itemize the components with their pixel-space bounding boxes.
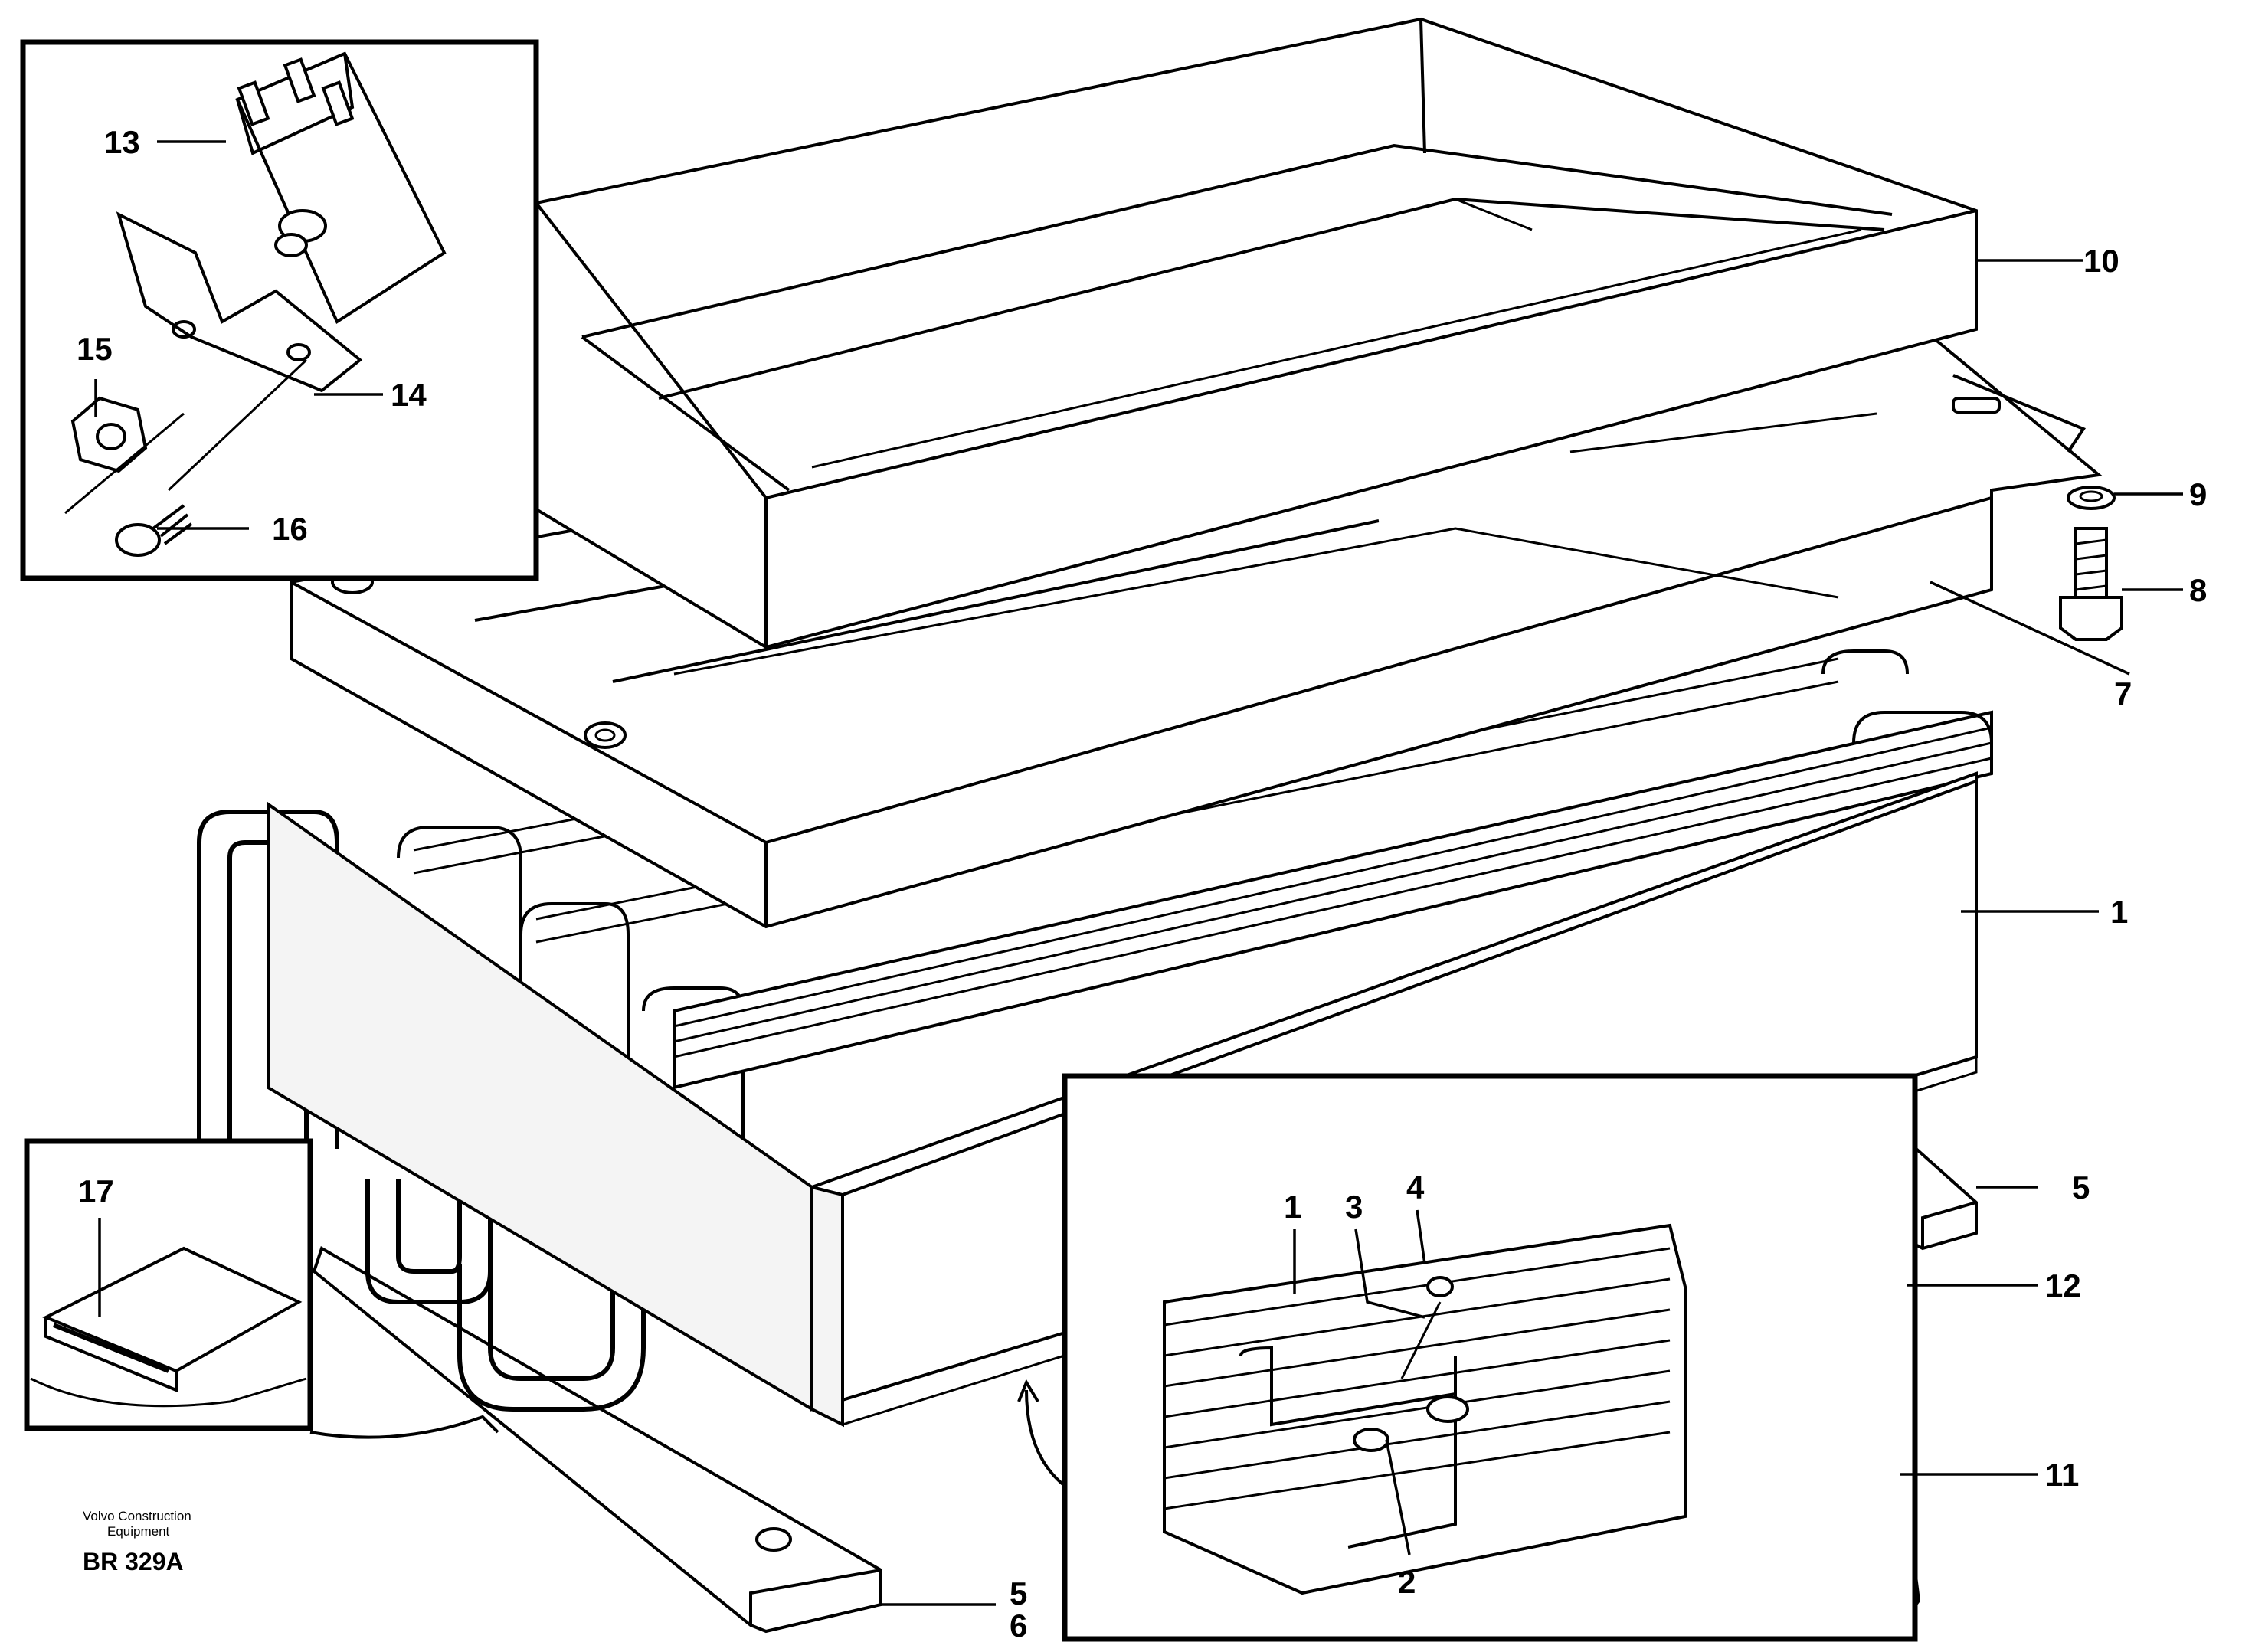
callouts: 10 9 8 7 1 5 12 11 5 6 13 15 14 16 17 1 … [77, 124, 2207, 1644]
mounting-bracket-14 [116, 211, 363, 393]
callout-7: 7 [2114, 676, 2132, 712]
figure-reference: BR 329A [83, 1548, 184, 1575]
callout-12: 12 [2045, 1268, 2081, 1304]
callout-17: 17 [78, 1173, 114, 1209]
callout-1: 1 [2110, 894, 2128, 930]
callout-16: 16 [272, 511, 308, 547]
bolt-8 [2059, 486, 2123, 641]
inset-evaporator-detail [1017, 1073, 1918, 1642]
inset-callout-4: 4 [1406, 1169, 1425, 1205]
callout-11: 11 [2045, 1457, 2079, 1493]
nut-15 [70, 396, 148, 473]
inset-callout-2: 2 [1398, 1564, 1416, 1600]
callout-9: 9 [2189, 476, 2207, 512]
callout-5-bottom: 5 [1010, 1575, 1027, 1611]
inset-callout-1: 1 [1284, 1189, 1301, 1225]
callout-5-right: 5 [2072, 1169, 2090, 1205]
inset-thermostat-detail [20, 39, 539, 581]
callout-13: 13 [104, 124, 140, 160]
callout-6: 6 [1010, 1608, 1027, 1644]
inset-callout-3: 3 [1345, 1189, 1363, 1225]
mounting-bracket-left [312, 1246, 882, 1634]
brand-line-1: Volvo Construction [83, 1509, 191, 1523]
inset-kit-detail [24, 1138, 499, 1439]
brand-block: Volvo Construction Equipment BR 329A [83, 1509, 191, 1575]
brand-line-2: Equipment [107, 1524, 170, 1539]
thermostat-switch [235, 51, 447, 324]
callout-8: 8 [2189, 572, 2207, 608]
leader-lines [94, 140, 2183, 1606]
callout-14: 14 [391, 377, 427, 413]
callout-15: 15 [77, 331, 113, 367]
screw-16 [115, 504, 193, 557]
callout-10: 10 [2083, 243, 2119, 279]
